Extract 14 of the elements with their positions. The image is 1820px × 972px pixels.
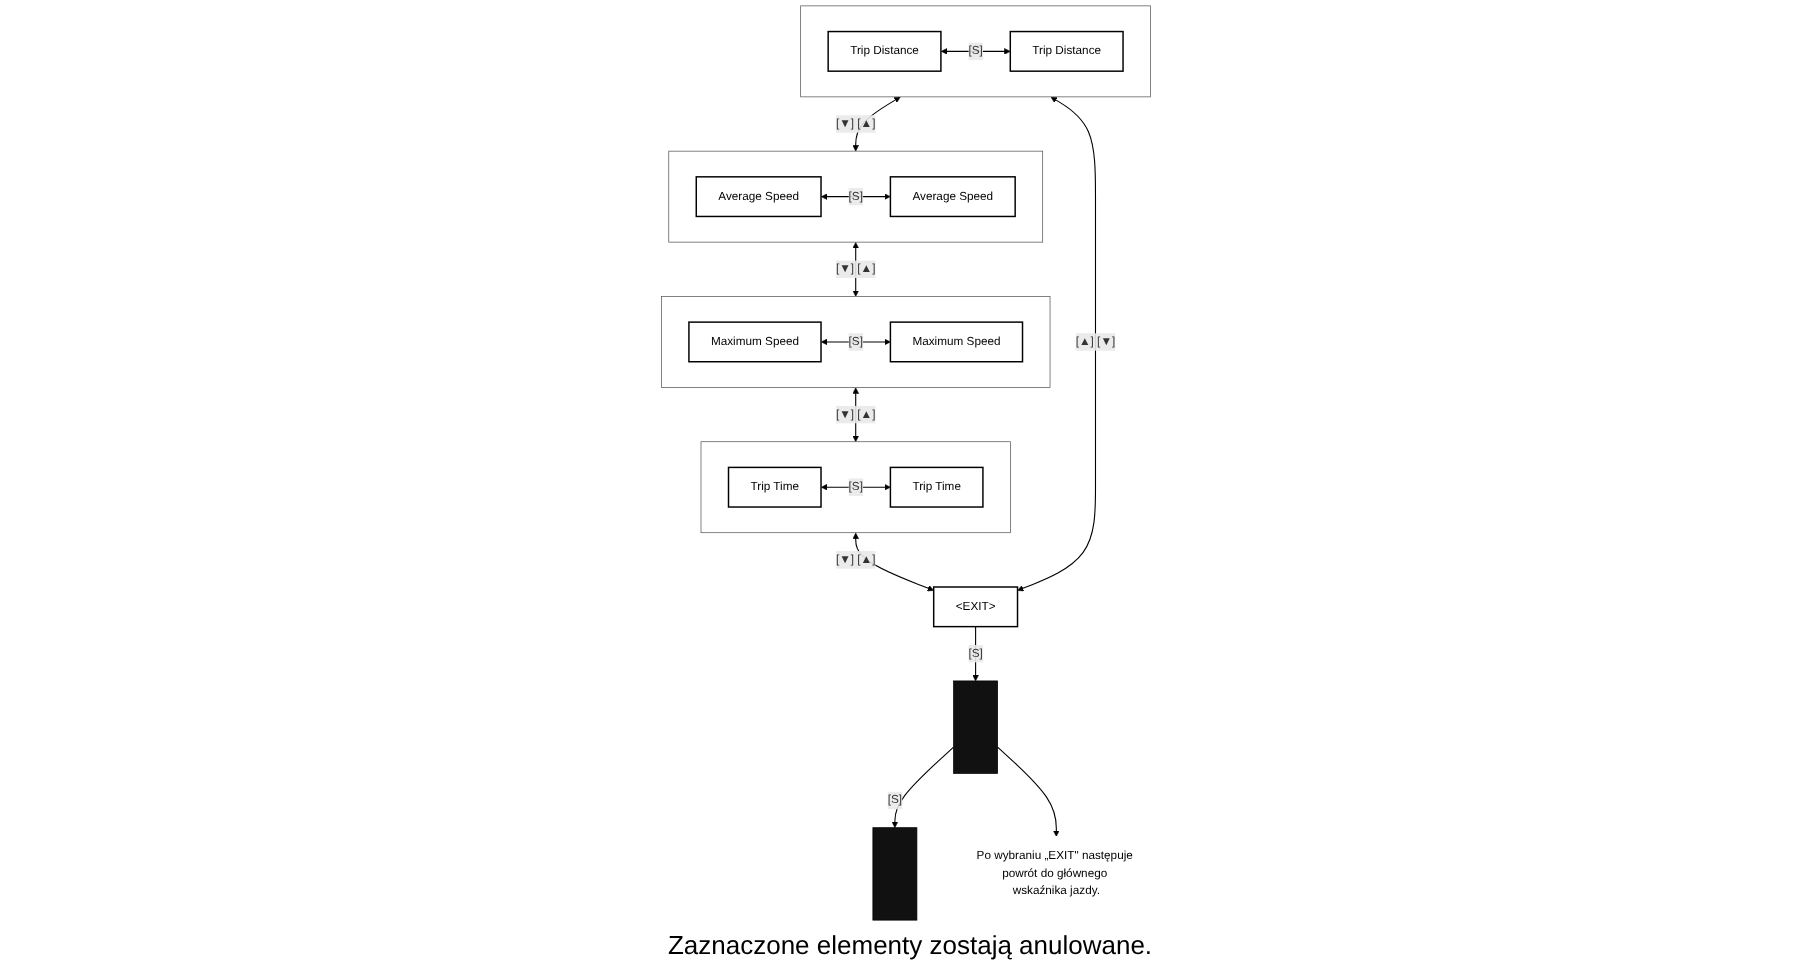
arrow xyxy=(891,746,954,828)
arrow xyxy=(1017,96,1096,592)
arrow xyxy=(852,387,859,442)
node-box xyxy=(872,827,918,921)
cluster xyxy=(660,296,1051,388)
arrow xyxy=(852,96,901,152)
arrow xyxy=(852,242,859,297)
cluster xyxy=(668,150,1043,243)
node-box xyxy=(953,680,998,774)
arrow xyxy=(996,746,1060,837)
cluster xyxy=(700,441,1011,534)
cluster xyxy=(800,5,1151,98)
note-text: Zaznaczone elementy zostają anulowane. xyxy=(667,930,1153,960)
arrow xyxy=(852,532,934,592)
